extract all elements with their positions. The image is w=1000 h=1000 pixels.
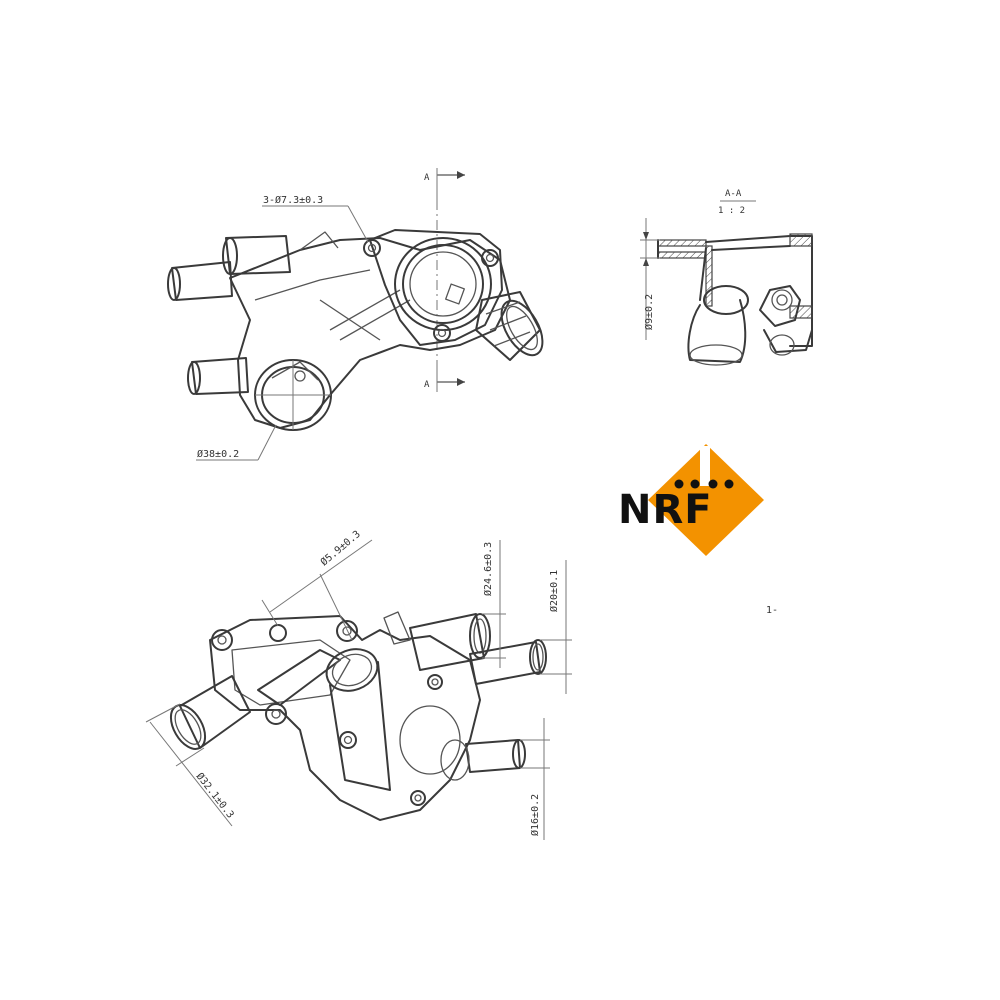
section-marker-bottom: A	[424, 380, 430, 390]
dim-pipe-a: Ø24.6±0.3	[482, 542, 494, 596]
dim-pipe-main: Ø32.1±0.3	[194, 770, 237, 820]
section-title: A-A	[725, 189, 742, 199]
section-view: A-A 1 : 2 Ø9±0.2	[640, 189, 813, 366]
sheet-mark: 1-	[766, 605, 778, 616]
section-arrow-top-icon: A	[424, 168, 465, 200]
dim-bolt-holes: 3-Ø7.3±0.3	[263, 194, 323, 206]
dim-outlet: Ø9±0.2	[643, 294, 655, 330]
dim-pipe-b: Ø20±0.1	[548, 570, 560, 612]
dim-thermostat-bore: Ø38±0.2	[197, 448, 239, 460]
section-scale: 1 : 2	[718, 206, 745, 216]
brand-name: NRF	[618, 487, 713, 533]
top-view: A A	[167, 168, 544, 461]
bottom-view: Ø5.9±0.3 Ø24.6±0.3 Ø20±0.1 Ø32.1±0.3 Ø16…	[145, 528, 572, 840]
nrf-logo-icon: NRF	[618, 444, 764, 556]
section-marker-top: A	[424, 173, 430, 183]
dim-pipe-small: Ø16±0.2	[529, 794, 541, 836]
section-arrow-bottom-icon: A	[424, 360, 465, 392]
